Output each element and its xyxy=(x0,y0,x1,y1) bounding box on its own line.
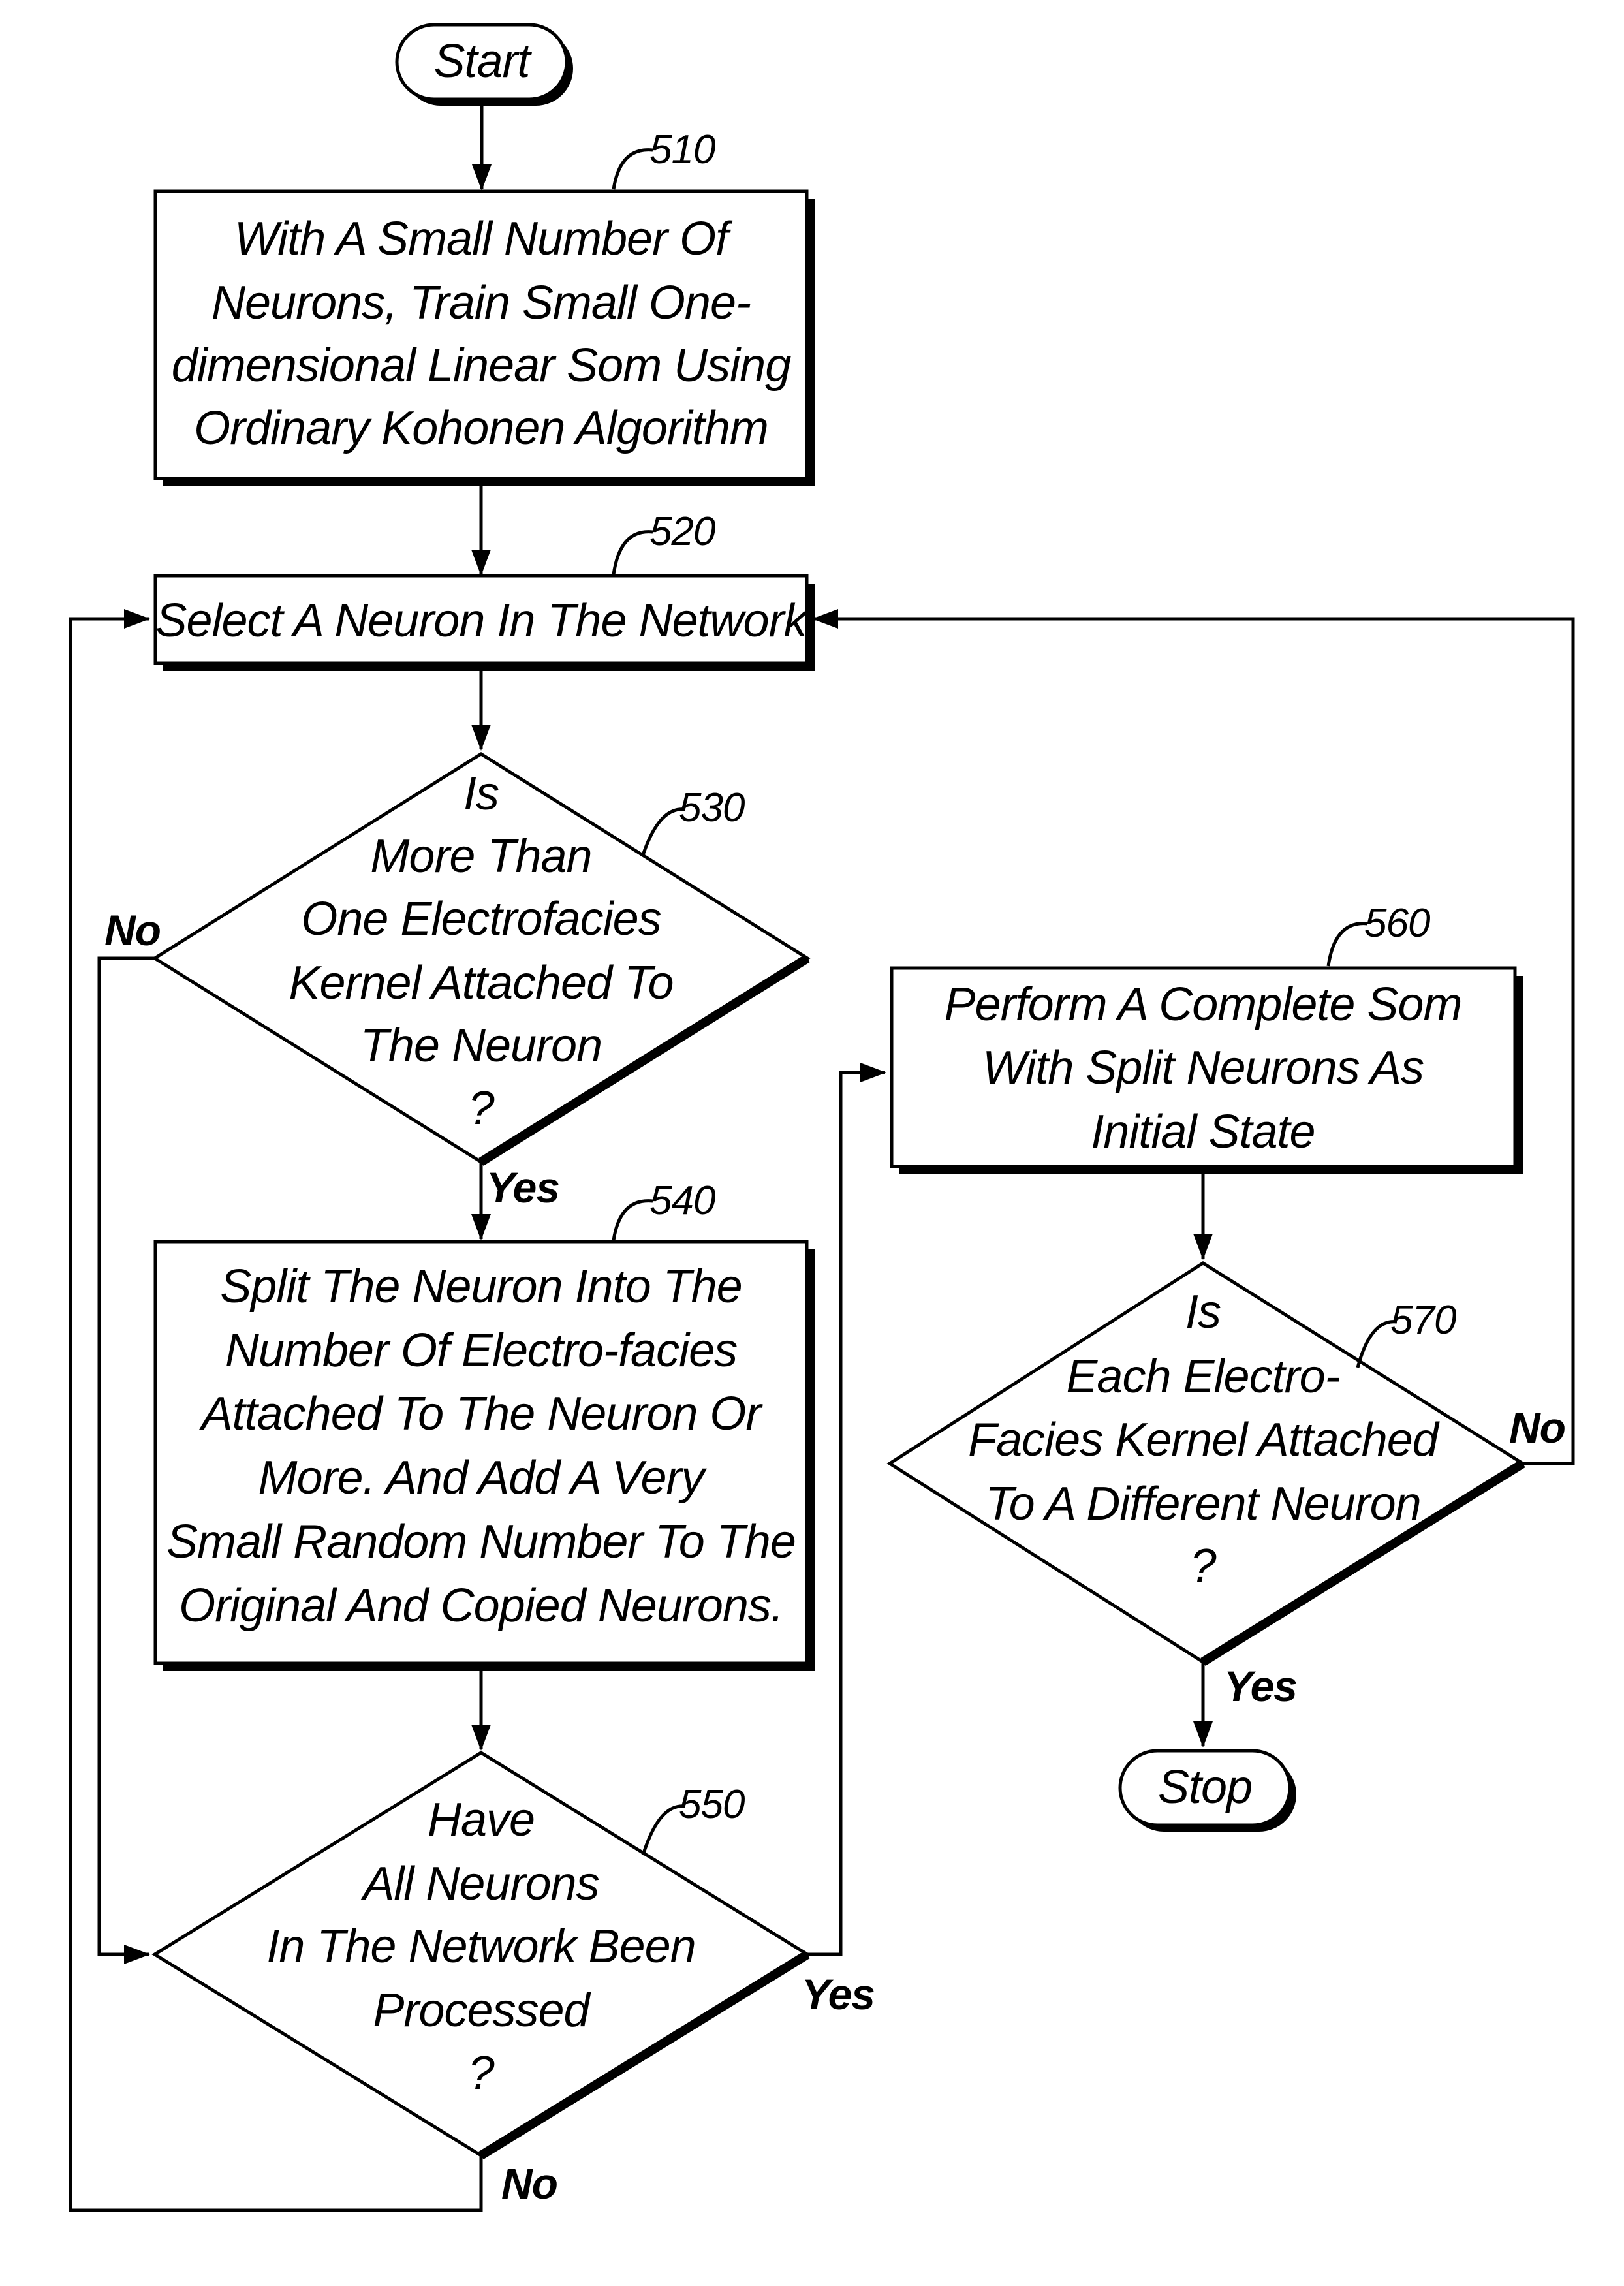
ref-label-570: 570 xyxy=(1390,1298,1456,1343)
ref-label-560: 560 xyxy=(1364,901,1430,946)
step-520-line-1: Select A Neuron In The Network xyxy=(155,595,809,647)
decision-530-line-2: More Than xyxy=(370,830,591,883)
decision-570-line-2: Each Electro- xyxy=(1066,1351,1339,1403)
ref-label-530: 530 xyxy=(679,785,745,830)
step-510-line-1: With A Small Number Of xyxy=(234,213,733,265)
stop-label: Stop xyxy=(1158,1761,1252,1813)
step-560-line-3: Initial State xyxy=(1091,1106,1315,1158)
step-510-line-2: Neurons, Train Small One- xyxy=(211,277,751,329)
decision-550-line-3: In The Network Been xyxy=(266,1920,695,1973)
decision-530-line-1: Is xyxy=(463,768,499,820)
decision-570-line-4: To A Different Neuron xyxy=(985,1478,1420,1530)
start-label: Start xyxy=(433,35,532,87)
step-560-line-1: Perform A Complete Som xyxy=(945,979,1462,1031)
decision-570-line-5: ? xyxy=(1190,1540,1216,1592)
decision-550-line-4: Processed xyxy=(373,1984,591,2037)
step-510: With A Small Number Of Neurons, Train Sm… xyxy=(155,191,815,486)
branch-570-no: No xyxy=(1509,1403,1565,1452)
step-540-line-1: Split The Neuron Into The xyxy=(220,1260,742,1313)
branch-550-no: No xyxy=(501,2159,557,2208)
step-540-line-2: Number Of Electro-facies xyxy=(225,1324,737,1377)
ref-label-510: 510 xyxy=(649,127,715,172)
decision-550-line-1: Have xyxy=(428,1794,535,1846)
step-510-line-3: dimensional Linear Som Using xyxy=(172,339,791,392)
step-560-line-2: With Split Neurons As xyxy=(982,1042,1424,1094)
branch-570-yes: Yes xyxy=(1224,1662,1297,1710)
decision-530-line-6: ? xyxy=(468,1082,494,1135)
step-540: Split The Neuron Into The Number Of Elec… xyxy=(155,1242,815,1671)
decision-530-line-5: The Neuron xyxy=(360,1020,602,1072)
step-540-line-6: Original And Copied Neurons. xyxy=(179,1580,783,1632)
start-terminal: Start xyxy=(397,25,573,106)
ref-label-520: 520 xyxy=(649,509,715,554)
step-540-line-5: Small Random Number To The xyxy=(166,1516,796,1568)
ref-label-550: 550 xyxy=(679,1782,745,1827)
decision-550-line-5: ? xyxy=(468,2047,494,2099)
ref-leader-510 xyxy=(614,150,653,189)
step-540-line-4: More. And Add A Very xyxy=(258,1452,708,1504)
step-560: Perform A Complete Som With Split Neuron… xyxy=(892,968,1523,1174)
decision-550-line-2: All Neurons xyxy=(360,1858,599,1910)
decision-530-line-3: One Electrofacies xyxy=(301,893,661,945)
branch-550-yes: Yes xyxy=(802,1970,875,2018)
step-540-line-3: Attached To The Neuron Or xyxy=(199,1388,764,1440)
connector-530-no-550 xyxy=(99,958,155,1954)
ref-leader-560 xyxy=(1328,924,1367,966)
decision-530-line-4: Kernel Attached To xyxy=(289,957,673,1009)
stop-terminal: Stop xyxy=(1120,1751,1296,1832)
step-520: Select A Neuron In The Network xyxy=(155,576,815,671)
ref-label-540: 540 xyxy=(649,1178,715,1223)
ref-leader-520 xyxy=(614,532,653,574)
decision-570-line-3: Facies Kernel Attached xyxy=(968,1414,1440,1466)
ref-leader-540 xyxy=(614,1201,653,1240)
branch-530-no: No xyxy=(104,906,161,954)
step-510-line-4: Ordinary Kohonen Algorithm xyxy=(194,402,768,454)
decision-570-line-1: Is xyxy=(1185,1286,1221,1338)
connector-550-yes-560 xyxy=(807,1073,885,1954)
branch-530-yes: Yes xyxy=(486,1163,559,1212)
